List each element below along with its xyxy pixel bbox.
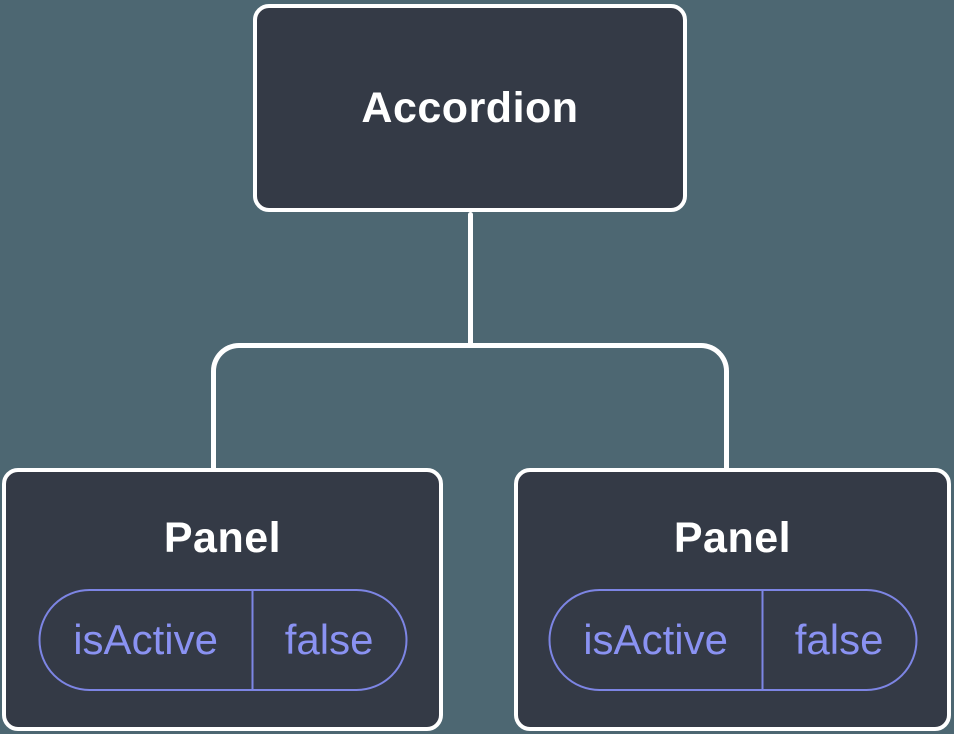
node-panel-right: Panel isActive false [514,468,951,731]
connector-branch-bracket [211,343,729,470]
state-value-label: false [794,616,884,663]
connector-stem-line [468,212,473,346]
node-accordion: Accordion [253,4,687,212]
state-name-label: isActive [550,591,764,689]
panel-right-state-pill: isActive false [548,589,917,691]
panel-left-label: Panel [163,514,282,562]
state-name-label: isActive [40,591,254,689]
accordion-node-label: Accordion [361,83,579,132]
node-panel-left: Panel isActive false [2,468,443,731]
state-value-label: false [284,616,374,663]
panel-left-state-pill: isActive false [38,589,407,691]
panel-right-label: Panel [673,514,792,562]
